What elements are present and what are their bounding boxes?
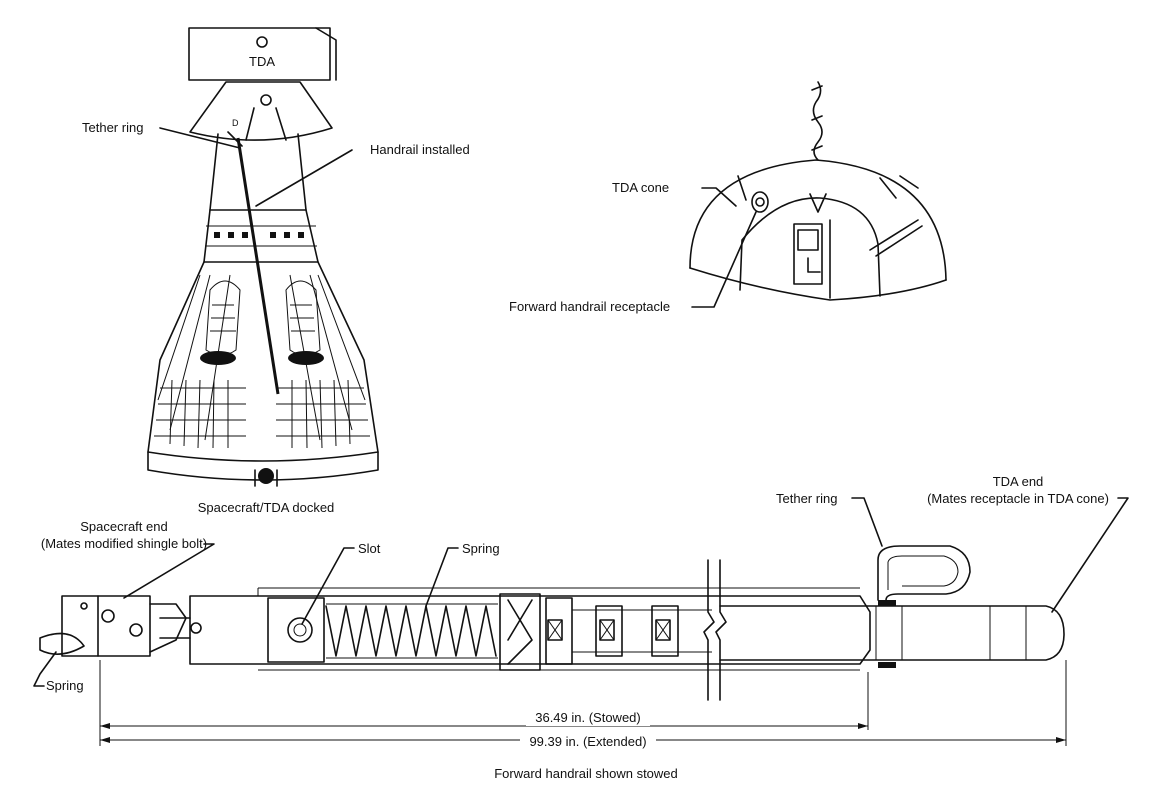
slot-leader — [301, 547, 355, 625]
tda-block — [188, 27, 331, 81]
spring-left-leader — [33, 651, 57, 687]
spacecraft-end-sublabel: (Mates modified shingle bolt) — [41, 536, 207, 551]
spring-left-label: Spring — [46, 678, 84, 693]
installed-handrail — [236, 137, 280, 395]
spacecraft-windows — [214, 232, 304, 238]
spring-top-label: Spring — [462, 541, 500, 556]
tether-ring-bottom-label: Tether ring — [776, 491, 837, 506]
spacecraft-body — [147, 261, 379, 462]
spring-top-leader — [425, 547, 459, 607]
dimension-extended: 99.39 in. (Extended) — [529, 734, 646, 749]
forward-handrail-stowed-illustration — [39, 545, 1065, 701]
tether-ring-top-label: Tether ring — [82, 120, 143, 135]
break-line-right — [715, 559, 727, 701]
tda-cone-illustration — [689, 81, 947, 308]
spacecraft-end-label: Spacecraft end — [80, 519, 167, 534]
tda-label: TDA — [249, 54, 275, 69]
dimension-stowed: 36.49 in. (Stowed) — [535, 710, 641, 725]
end-spring-clip — [39, 632, 85, 655]
handrail-installed-label: Handrail installed — [370, 142, 470, 157]
tda-cone-dome — [689, 159, 947, 281]
handrail-installed-leader — [255, 149, 353, 207]
slot-label: Slot — [358, 541, 381, 556]
tda-end-leader — [1051, 497, 1129, 613]
spacecraft-end-leader — [123, 543, 215, 599]
tda-end-sublabel: (Mates receptacle in TDA cone) — [927, 491, 1109, 506]
tda-bolt — [256, 36, 268, 48]
handrail-outer-tube — [189, 595, 871, 665]
tda-cone-leader — [701, 187, 737, 207]
inner-extension-rod — [719, 605, 1065, 661]
forward-receptacle-label: Forward handrail receptacle — [509, 299, 670, 314]
plunger-block — [499, 593, 541, 671]
spacecraft-end-fitting — [61, 595, 151, 657]
svg-text:D: D — [232, 118, 239, 128]
tda-end-label: TDA end — [993, 474, 1044, 489]
lower-slot-grid — [154, 379, 370, 449]
bottom-caption: Forward handrail shown stowed — [494, 766, 678, 781]
forward-handrail-receptacle — [751, 191, 769, 213]
tda-docking-cone — [189, 81, 333, 141]
tether-wire — [812, 81, 823, 161]
slot-housing — [267, 597, 325, 663]
slot — [287, 617, 313, 643]
tether-ring — [877, 545, 971, 601]
docked-caption: Spacecraft/TDA docked — [198, 500, 335, 515]
break-line-left — [703, 559, 715, 701]
receptacle-leader — [691, 211, 757, 308]
tether-ring-leader — [159, 127, 241, 149]
spacecraft-tda-docked-illustration: TDA D — [147, 27, 379, 487]
handrail-spring — [325, 605, 497, 657]
tda-cone-label: TDA cone — [612, 180, 669, 195]
tether-ring-bottom-leader — [851, 497, 883, 547]
base-fitting — [258, 468, 274, 484]
inner-fitting — [793, 223, 823, 285]
